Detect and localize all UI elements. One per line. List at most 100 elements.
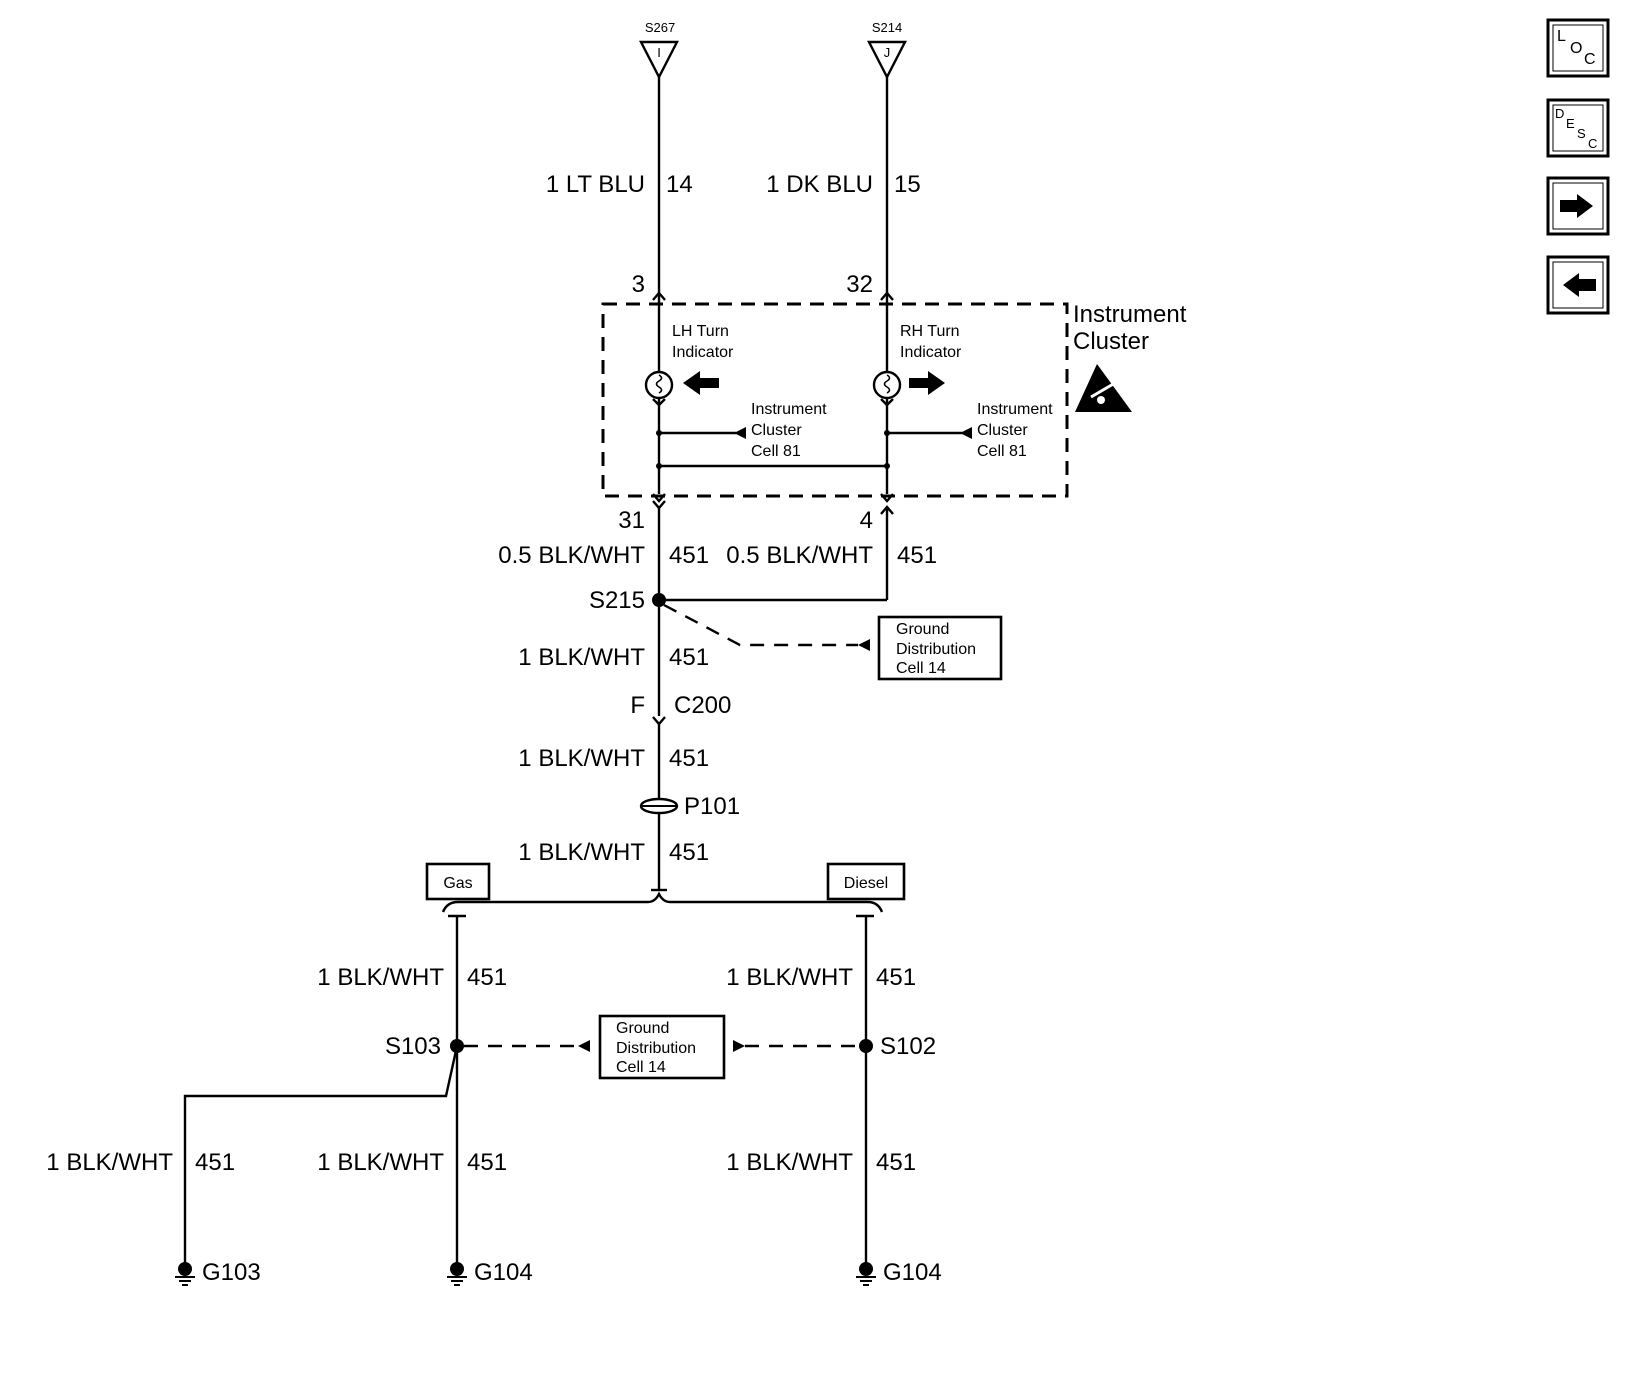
wire-label-blk-wht-b: 1 BLK/WHT 451 [518, 745, 709, 772]
svg-text:C200: C200 [674, 692, 731, 719]
right-arrow-icon [909, 371, 945, 395]
svg-text:S: S [1577, 126, 1586, 141]
svg-text:1 BLK/WHT: 1 BLK/WHT [317, 964, 444, 991]
rh-turn-indicator-label: RH Turn Indicator [900, 323, 962, 361]
svg-text:C: C [1588, 136, 1597, 151]
svg-text:0.5 BLK/WHT: 0.5 BLK/WHT [498, 542, 645, 569]
connector-id: S267 [645, 20, 675, 35]
cell-81-ref-left: Instrument Cluster Cell 81 [751, 401, 827, 460]
wire-label-diesel-lower: 1 BLK/WHT 451 [726, 1149, 916, 1176]
svg-text:14: 14 [666, 171, 693, 198]
svg-text:RH Turn: RH Turn [900, 323, 960, 340]
svg-text:Cluster: Cluster [1073, 328, 1149, 355]
wire-label-05-blk-wht-left: 0.5 BLK/WHT 451 [498, 542, 709, 569]
svg-text:1 BLK/WHT: 1 BLK/WHT [518, 745, 645, 772]
option-diesel-label: Diesel [826, 862, 906, 901]
svg-text:451: 451 [467, 1149, 507, 1176]
pin-4: 4 [860, 507, 873, 534]
pin-31: 31 [618, 507, 645, 534]
splice-s103: S103 [385, 1033, 441, 1060]
ground-g103: G103 [175, 1259, 261, 1286]
svg-text:Cell 81: Cell 81 [977, 443, 1027, 460]
svg-text:D: D [1555, 106, 1564, 121]
ground-icon [447, 1262, 467, 1286]
svg-text:1 BLK/WHT: 1 BLK/WHT [518, 644, 645, 671]
instrument-cluster-boundary [601, 302, 1069, 498]
cell-81-ref-right: Instrument Cluster Cell 81 [977, 401, 1053, 460]
svg-text:15: 15 [894, 171, 921, 198]
left-arrow-icon [683, 371, 719, 395]
svg-text:Instrument: Instrument [751, 401, 827, 418]
svg-text:Diesel: Diesel [844, 875, 888, 892]
wire-label-lt-blu: 1 LT BLU 14 [546, 171, 693, 198]
svg-text:Distribution: Distribution [616, 1040, 696, 1057]
wire-label-diesel-upper: 1 BLK/WHT 451 [726, 964, 916, 991]
splice-s215: S215 [589, 587, 645, 614]
svg-text:451: 451 [876, 1149, 916, 1176]
svg-text:451: 451 [669, 644, 709, 671]
svg-text:451: 451 [669, 839, 709, 866]
svg-text:Gas: Gas [443, 875, 472, 892]
svg-text:1 BLK/WHT: 1 BLK/WHT [46, 1149, 173, 1176]
svg-text:L: L [1557, 28, 1566, 45]
ground-distribution-ref-bottom: Ground Distribution Cell 14 [598, 1014, 726, 1080]
next-button[interactable] [1546, 176, 1610, 236]
svg-text:0.5 BLK/WHT: 0.5 BLK/WHT [726, 542, 873, 569]
svg-text:1 BLK/WHT: 1 BLK/WHT [518, 839, 645, 866]
option-gas-label: Gas [425, 862, 491, 901]
svg-text:G104: G104 [474, 1259, 533, 1286]
svg-text:451: 451 [669, 542, 709, 569]
svg-text:451: 451 [467, 964, 507, 991]
connector-s214: S214 J [867, 20, 907, 80]
svg-text:Instrument: Instrument [1073, 301, 1187, 328]
connector-s267: S267 I [639, 20, 679, 80]
svg-text:451: 451 [669, 745, 709, 772]
svg-text:451: 451 [195, 1149, 235, 1176]
ground-g104-gas: G104 [447, 1259, 533, 1286]
svg-text:LH Turn: LH Turn [672, 323, 729, 340]
svg-text:1 DK BLU: 1 DK BLU [766, 171, 873, 198]
svg-text:1 BLK/WHT: 1 BLK/WHT [726, 964, 853, 991]
pin-3: 3 [632, 271, 645, 298]
ground-icon [856, 1262, 876, 1286]
wire-label-dk-blu: 1 DK BLU 15 [766, 171, 920, 198]
rh-turn-indicator-bulb-icon [872, 370, 902, 407]
splice-s102: S102 [880, 1033, 936, 1060]
svg-text:451: 451 [876, 964, 916, 991]
loc-button[interactable]: L O C [1546, 18, 1610, 78]
esd-warning-icon [1075, 364, 1132, 412]
svg-text:Cluster: Cluster [751, 422, 802, 439]
previous-button[interactable] [1546, 255, 1610, 315]
ground-g104-diesel: G104 [856, 1259, 942, 1286]
svg-text:O: O [1570, 40, 1582, 57]
svg-text:G104: G104 [883, 1259, 942, 1286]
svg-text:Cluster: Cluster [977, 422, 1028, 439]
svg-text:Cell 81: Cell 81 [751, 443, 801, 460]
arrow-left-icon [1563, 273, 1596, 297]
pass-through-p101: P101 [684, 793, 740, 820]
svg-text:G103: G103 [202, 1259, 261, 1286]
splice-s102-dot [859, 1039, 873, 1053]
svg-text:Ground: Ground [896, 621, 949, 638]
wire-label-05-blk-wht-right: 0.5 BLK/WHT 451 [726, 542, 937, 569]
wire-label-blk-wht-c: 1 BLK/WHT 451 [518, 839, 709, 866]
ground-distribution-ref-top: Ground Distribution Cell 14 [877, 615, 1003, 681]
arrow-right-icon [1560, 194, 1593, 218]
svg-text:Instrument: Instrument [977, 401, 1053, 418]
lh-turn-indicator-label: LH Turn Indicator [672, 323, 734, 361]
svg-text:1 BLK/WHT: 1 BLK/WHT [317, 1149, 444, 1176]
svg-text:Indicator: Indicator [900, 344, 962, 361]
svg-text:1 BLK/WHT: 1 BLK/WHT [726, 1149, 853, 1176]
ground-icon [175, 1262, 195, 1286]
svg-text:Cell 14: Cell 14 [896, 660, 946, 677]
lh-turn-indicator-bulb-icon [644, 370, 674, 407]
svg-text:Distribution: Distribution [896, 641, 976, 658]
cluster-name: Instrument Cluster [1073, 301, 1187, 355]
desc-button[interactable]: D E S C [1546, 98, 1610, 158]
svg-text:Indicator: Indicator [672, 344, 734, 361]
connector-pin: J [884, 45, 891, 60]
svg-text:C: C [1584, 51, 1596, 68]
svg-text:Cell 14: Cell 14 [616, 1059, 666, 1076]
wire-label-gas-lower: 1 BLK/WHT 451 [317, 1149, 507, 1176]
